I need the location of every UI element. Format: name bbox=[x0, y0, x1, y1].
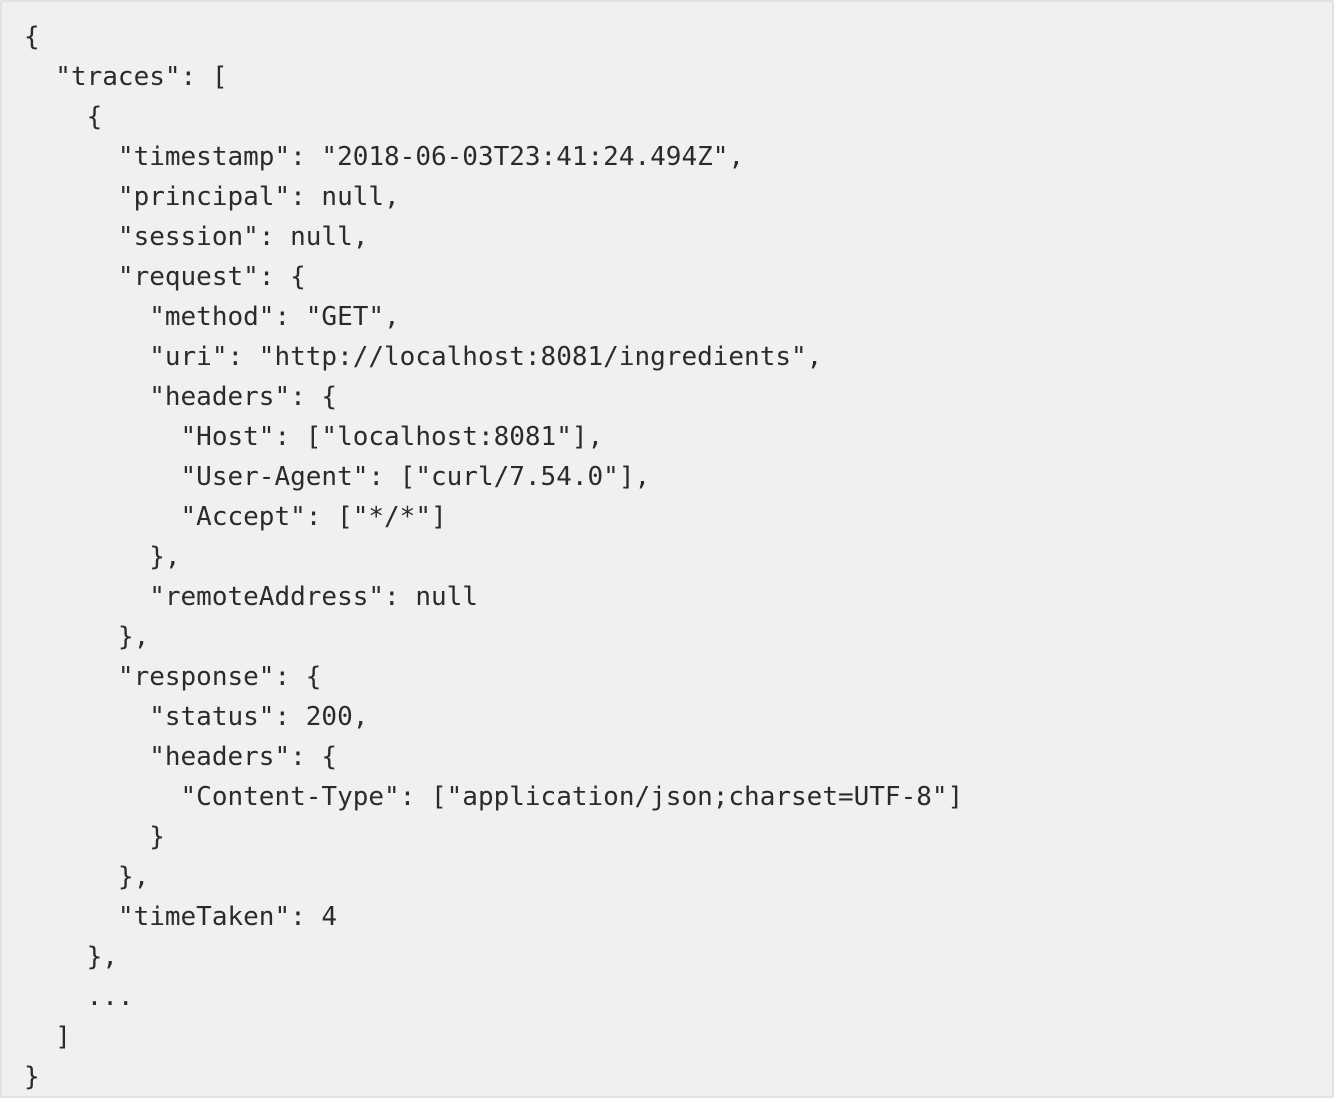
code-line: } bbox=[24, 822, 165, 852]
code-line: "remoteAddress": null bbox=[24, 582, 478, 612]
code-line: { bbox=[24, 102, 103, 132]
code-line: "uri": "http://localhost:8081/ingredient… bbox=[24, 342, 823, 372]
code-line: }, bbox=[24, 622, 150, 652]
code-line: "method": "GET", bbox=[24, 302, 400, 332]
code-line: "Content-Type": ["application/json;chars… bbox=[24, 782, 964, 812]
code-line: ] bbox=[24, 1022, 71, 1052]
code-line: }, bbox=[24, 542, 181, 572]
code-line: "traces": [ bbox=[24, 62, 228, 92]
code-line: ... bbox=[24, 982, 134, 1012]
code-line: "Host": ["localhost:8081"], bbox=[24, 422, 604, 452]
code-line: "status": 200, bbox=[24, 702, 369, 732]
code-line: "timeTaken": 4 bbox=[24, 902, 338, 932]
json-code-block: { "traces": [ { "timestamp": "2018-06-03… bbox=[24, 17, 963, 1097]
code-line: "response": { bbox=[24, 662, 322, 692]
code-line: { bbox=[24, 22, 40, 52]
code-line: }, bbox=[24, 942, 118, 972]
code-line: "Accept": ["*/*"] bbox=[24, 502, 447, 532]
code-line: "timestamp": "2018-06-03T23:41:24.494Z", bbox=[24, 142, 745, 172]
code-line: "headers": { bbox=[24, 742, 338, 772]
code-line: "request": { bbox=[24, 262, 306, 292]
code-line: "principal": null, bbox=[24, 182, 400, 212]
code-line: "User-Agent": ["curl/7.54.0"], bbox=[24, 462, 651, 492]
code-line: "headers": { bbox=[24, 382, 338, 412]
code-line: } bbox=[24, 1062, 40, 1092]
code-line: }, bbox=[24, 862, 150, 892]
code-line: "session": null, bbox=[24, 222, 369, 252]
